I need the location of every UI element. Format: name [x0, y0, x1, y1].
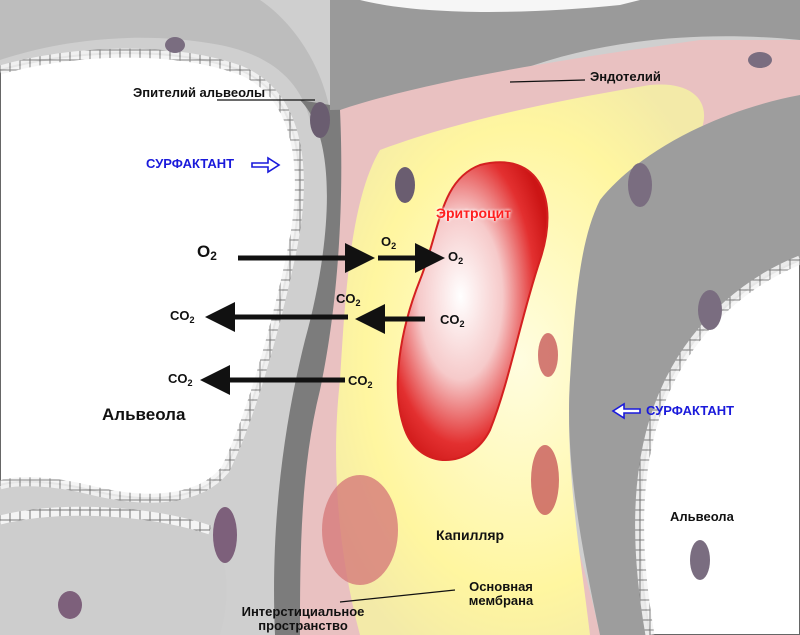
epithelium-label: Эпителий альвеолы — [133, 86, 265, 100]
co2-label-capillary: CO2 — [348, 374, 373, 390]
alveola-right-label: Альвеола — [670, 510, 734, 524]
lower-left-septum — [0, 511, 227, 635]
o2-label-membrane: O2 — [381, 235, 396, 251]
capillary-label: Капилляр — [436, 528, 504, 543]
erythrocyte-label: Эритроцит — [436, 206, 511, 221]
cell-nucleus — [58, 591, 82, 619]
interstitial-label: Интерстициальное пространство — [228, 605, 378, 634]
cell-nucleus — [690, 540, 710, 580]
cell-nucleus — [748, 52, 772, 68]
o2-label-alveolus: O2 — [197, 243, 217, 263]
co2-label-alveolus-2: CO2 — [168, 372, 193, 388]
co2-label-membrane: CO2 — [336, 292, 361, 308]
endothelial-nucleus — [322, 475, 398, 585]
endothelium-label: Эндотелий — [590, 70, 661, 84]
surfactant-left-label: СУРФАКТАНТ — [146, 157, 234, 171]
co2-label-rbc: CO2 — [440, 313, 465, 329]
basement-membrane-label: Основная мембрана — [456, 580, 546, 609]
surfactant-right-label: СУРФАКТАНТ — [646, 404, 734, 418]
cell-nucleus — [698, 290, 722, 330]
cell-nucleus — [395, 167, 415, 203]
cell-nucleus — [628, 163, 652, 207]
cell-nucleus — [165, 37, 185, 53]
endothelial-nucleus — [531, 445, 559, 515]
o2-label-rbc: O2 — [448, 250, 463, 266]
cell-nucleus — [213, 507, 237, 563]
cell-nucleus — [310, 102, 330, 138]
alveola-left-label: Альвеола — [102, 406, 185, 425]
endothelial-nucleus — [538, 333, 558, 377]
co2-label-alveolus-1: CO2 — [170, 309, 195, 325]
